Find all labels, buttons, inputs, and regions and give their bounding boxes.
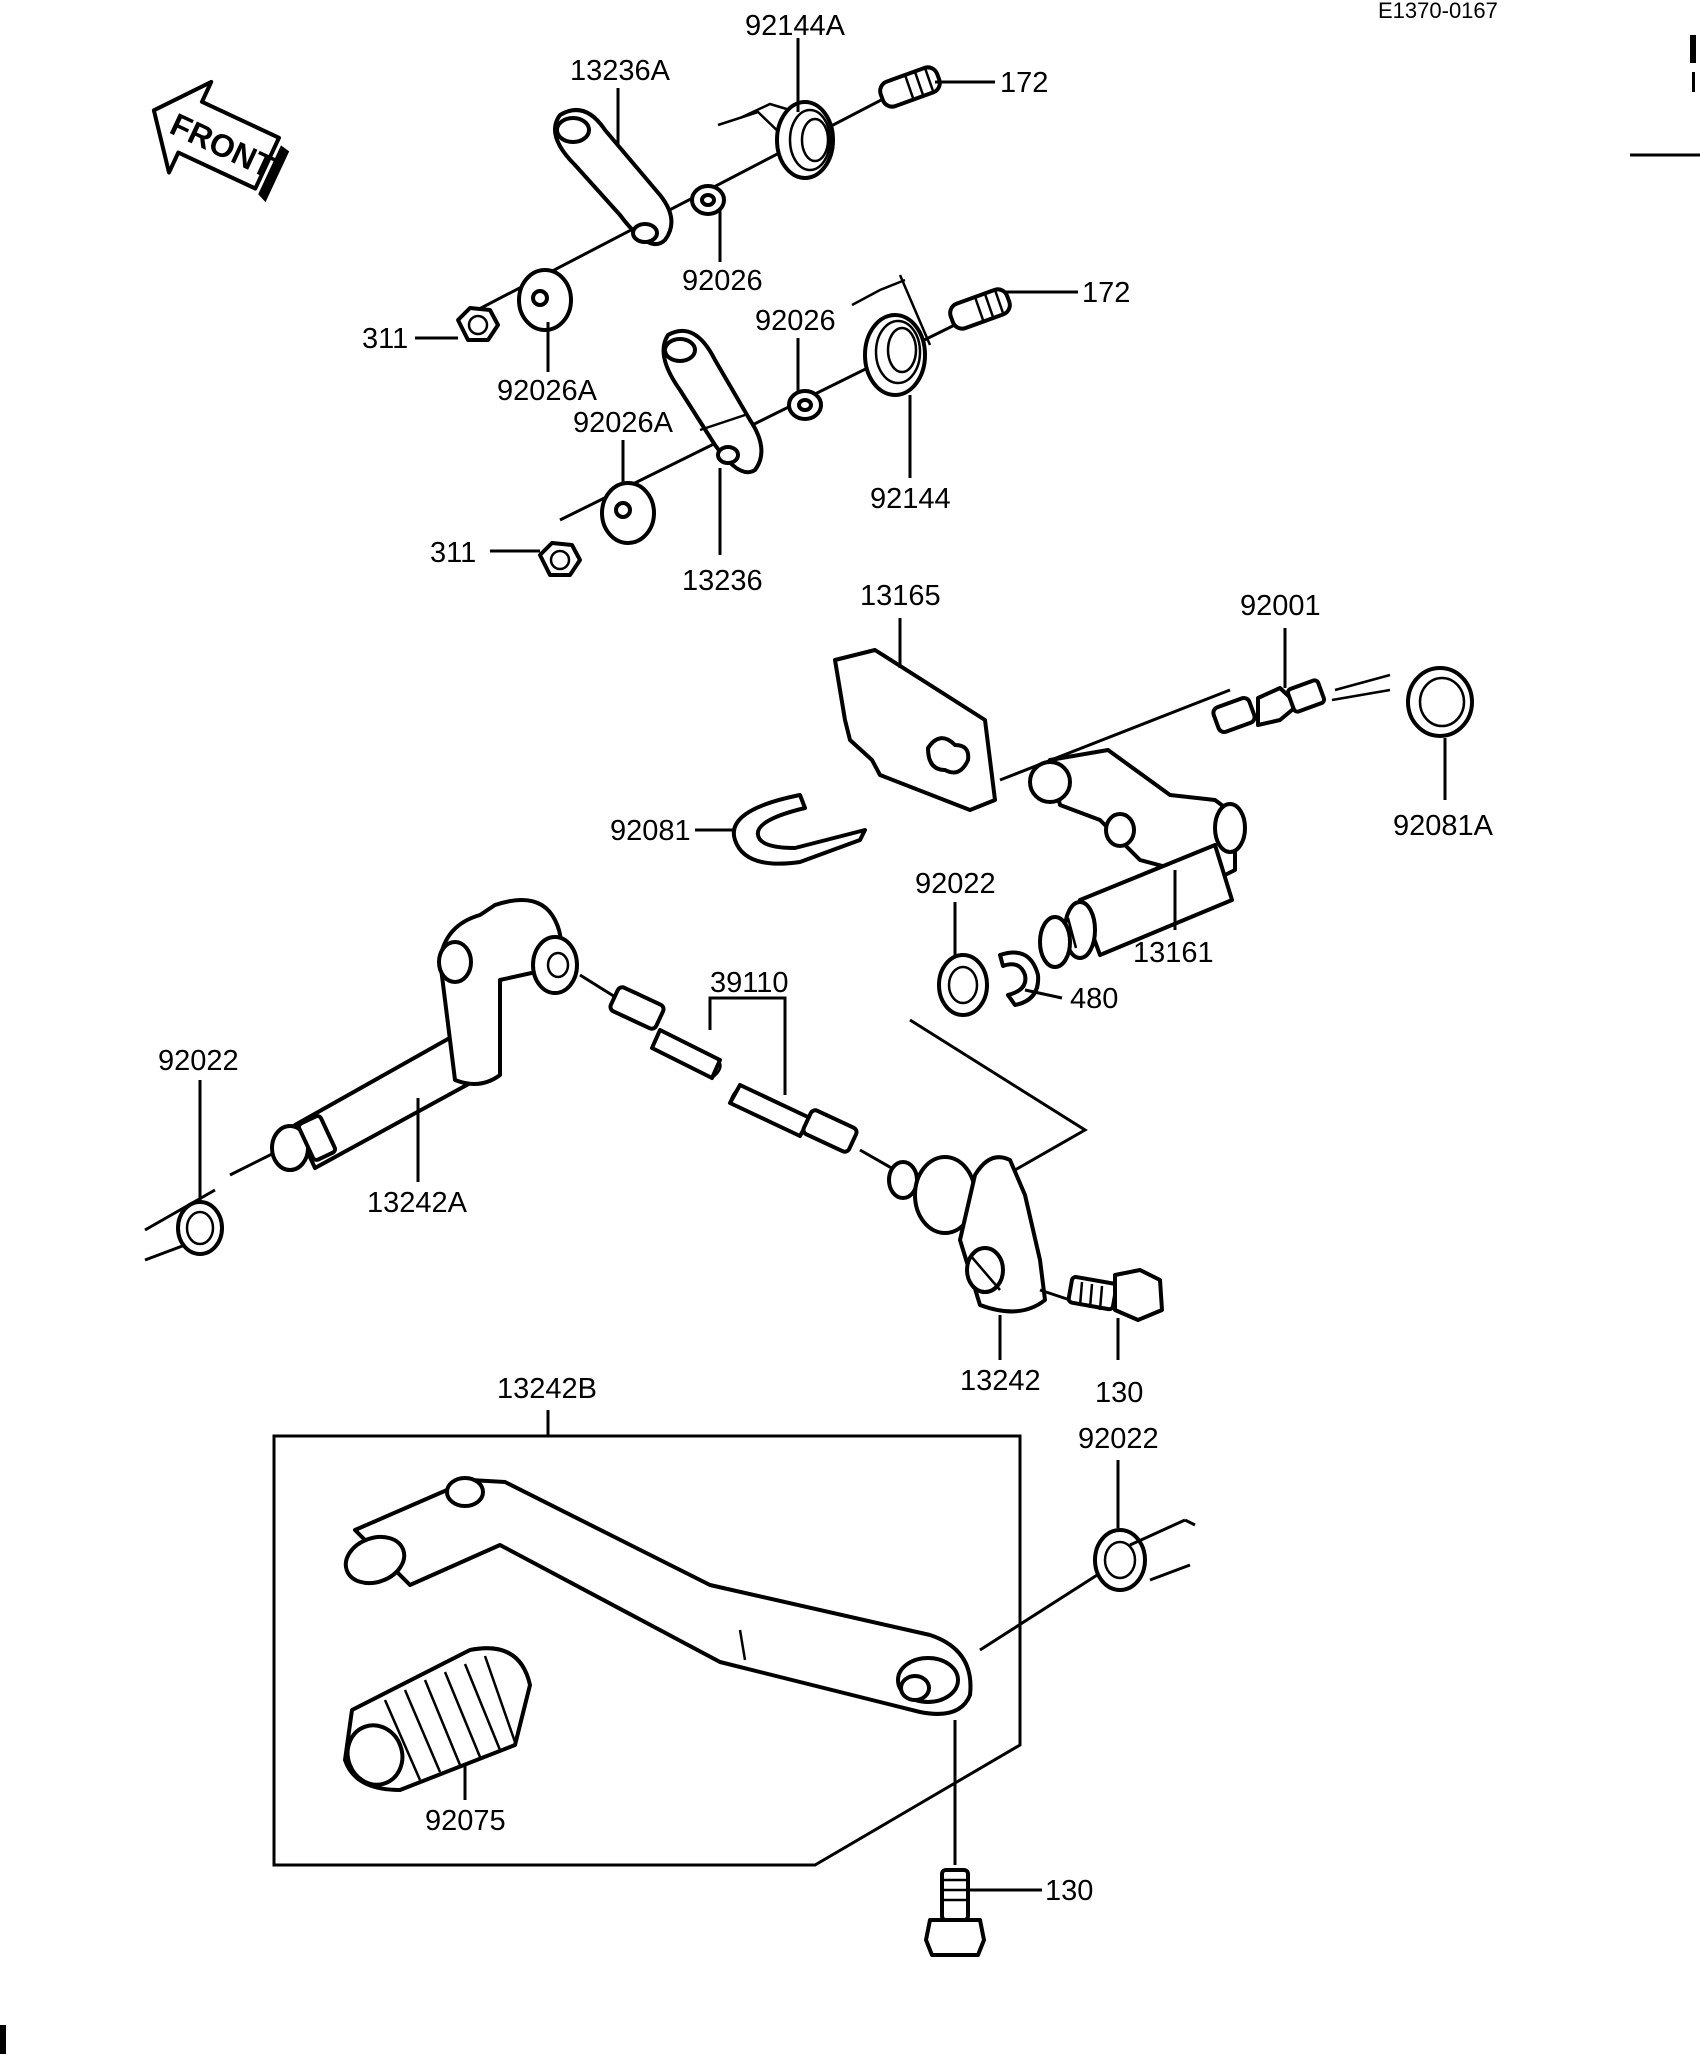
- label-172-top: 172: [1000, 67, 1048, 99]
- part-labels: 92144A 13236A 172 92026 311 92026A 92026…: [158, 10, 1494, 1907]
- label-13242B: 13242B: [497, 1373, 597, 1405]
- label-92026A-top: 92026A: [497, 375, 598, 407]
- parts-middle-assembly: [731, 648, 1474, 1172]
- label-13242A: 13242A: [367, 1187, 468, 1219]
- diagram-code: E1370-0167: [1378, 0, 1498, 23]
- leader-lines: [198, 38, 1447, 1892]
- parts-rod-and-arms: [144, 898, 1164, 1322]
- label-92026-mid: 92026: [755, 305, 836, 337]
- label-13236A: 13236A: [570, 55, 671, 87]
- page-corner-mark: [0, 2025, 6, 2054]
- label-92022-right: 92022: [1078, 1423, 1159, 1455]
- label-480: 480: [1070, 983, 1118, 1015]
- label-92144: 92144: [870, 483, 951, 515]
- label-13165: 13165: [860, 580, 941, 612]
- label-92081: 92081: [610, 815, 691, 847]
- label-92001: 92001: [1240, 590, 1321, 622]
- label-172-mid: 172: [1082, 277, 1130, 309]
- label-311-bottom: 311: [430, 537, 476, 569]
- pin-172-top-icon: [878, 65, 942, 109]
- parts-upper-assembly: [456, 65, 1012, 577]
- label-92075: 92075: [425, 1805, 506, 1837]
- parts-pedal-assembly: [272, 1410, 1022, 1867]
- label-130-bottom: 130: [1045, 1875, 1093, 1907]
- label-39110: 39110: [710, 967, 789, 999]
- parts-lower-fasteners: [924, 1518, 1196, 1957]
- adjoining-page-fragment: [1630, 35, 1700, 157]
- label-92144A: 92144A: [745, 10, 846, 42]
- label-13242: 13242: [960, 1365, 1041, 1397]
- pin-172-mid-icon: [948, 287, 1012, 331]
- label-92081A: 92081A: [1393, 810, 1494, 842]
- label-13161: 13161: [1133, 937, 1214, 969]
- front-arrow-icon: FRONT: [151, 79, 290, 203]
- label-92022-left: 92022: [158, 1045, 239, 1077]
- label-92026A-mid: 92026A: [573, 407, 674, 439]
- label-130-middle: 130: [1095, 1377, 1143, 1409]
- label-311-top: 311: [362, 323, 408, 355]
- label-13236: 13236: [682, 565, 763, 597]
- label-92026-top: 92026: [682, 265, 763, 297]
- label-92022-middle: 92022: [915, 868, 996, 900]
